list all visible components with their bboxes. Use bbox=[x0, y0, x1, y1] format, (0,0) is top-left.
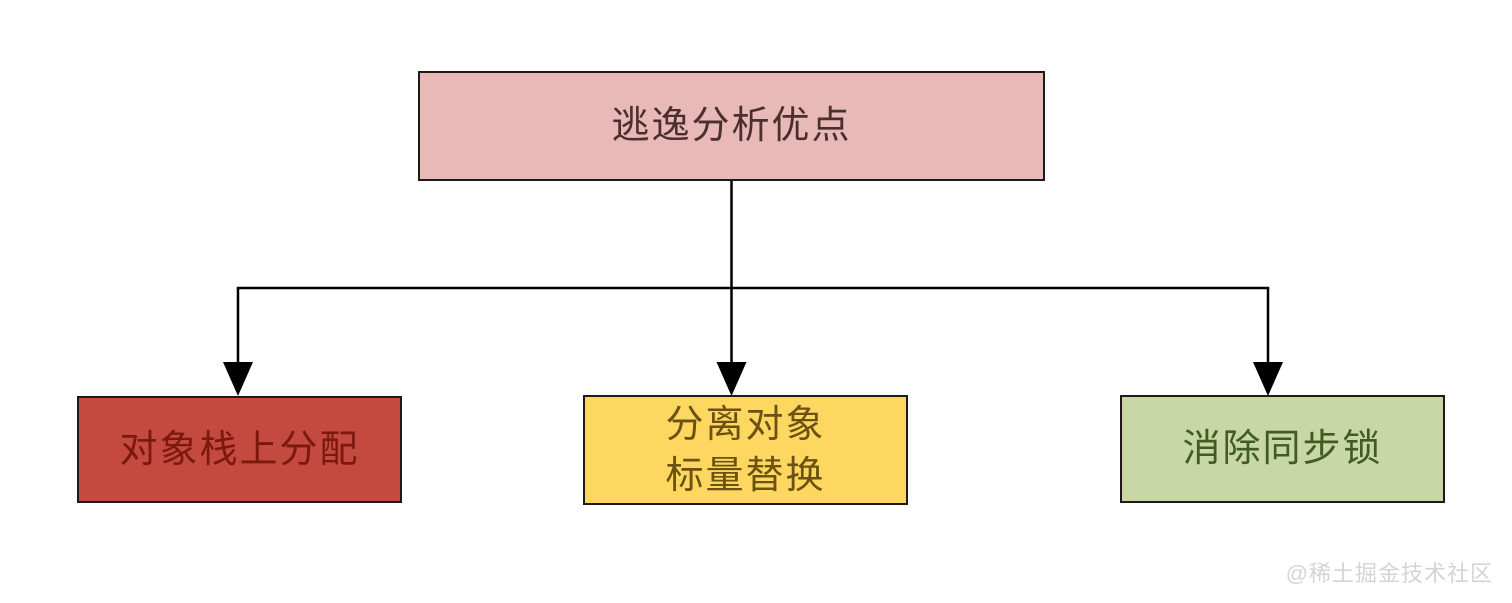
node-lock-elimination: 消除同步锁 bbox=[1120, 395, 1445, 503]
watermark: @稀土掘金技术社区 bbox=[1285, 561, 1493, 586]
arrowhead-left bbox=[223, 362, 253, 396]
node-object-stack-allocation: 对象栈上分配 bbox=[77, 396, 402, 503]
node-escape-analysis-benefits: 逃逸分析优点 bbox=[418, 71, 1045, 181]
arrowhead-middle bbox=[716, 362, 747, 396]
arrowhead-right bbox=[1253, 362, 1283, 396]
node-scalar-replacement: 分离对象 标量替换 bbox=[583, 395, 908, 505]
